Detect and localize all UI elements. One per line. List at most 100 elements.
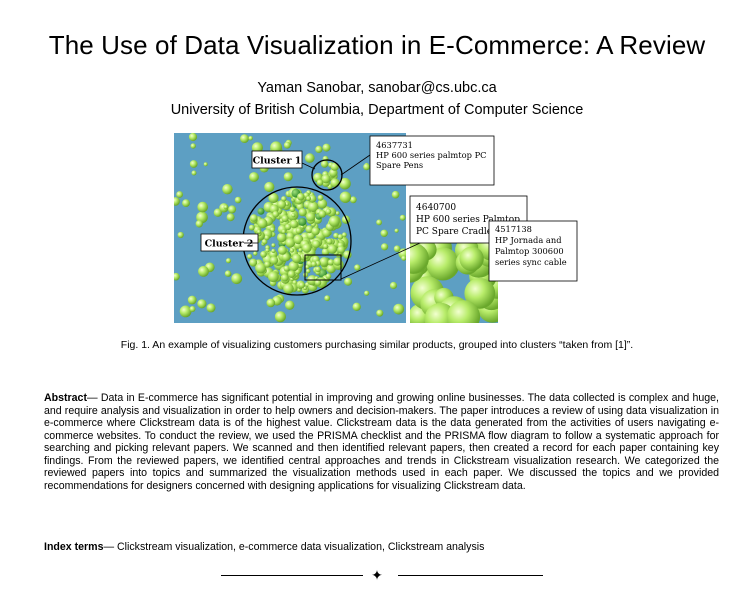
- divider-right-line: [398, 575, 543, 576]
- cluster-2-sphere: [298, 248, 303, 253]
- scatter-sphere: [324, 295, 331, 302]
- cluster-2-sphere: [323, 243, 329, 249]
- cluster-2-sphere: [306, 268, 311, 274]
- cluster-2-sphere: [277, 232, 287, 243]
- scatter-sphere: [389, 281, 398, 290]
- callout-3-line2: HP Jornada and: [495, 235, 562, 245]
- cluster-2-sphere: [317, 194, 324, 201]
- scatter-sphere: [222, 184, 233, 195]
- cluster-2-sphere: [264, 234, 270, 241]
- cluster-2-sphere: [271, 243, 276, 248]
- cluster-2-sphere: [298, 208, 307, 217]
- cluster-2-sphere: [337, 234, 344, 240]
- cluster-2-sphere: [260, 251, 267, 258]
- callout-box-3: [488, 220, 578, 282]
- cluster-2-sphere: [311, 227, 320, 236]
- cluster-2-sphere: [335, 211, 340, 216]
- cluster-1-label: Cluster 1: [253, 156, 302, 167]
- cluster-2-sphere: [277, 245, 287, 255]
- cluster-2-sphere: [326, 238, 333, 245]
- cluster-2-sphere: [291, 253, 302, 264]
- scatter-sphere: [231, 273, 243, 285]
- divider-star-icon: ✦: [371, 567, 383, 583]
- cluster-2-sphere: [281, 229, 286, 234]
- cluster-2-sphere: [315, 266, 321, 273]
- cluster-2-sphere: [314, 279, 322, 286]
- scatter-sphere: [224, 270, 232, 277]
- scatter-sphere: [234, 196, 242, 204]
- cluster-2-sphere: [337, 245, 346, 254]
- callout-3-line3: Palmtop 300600: [495, 246, 564, 256]
- scatter-sphere: [206, 303, 216, 313]
- scatter-sphere: [188, 133, 198, 142]
- sphere-cloud: [174, 133, 406, 323]
- scatter-sphere: [251, 142, 263, 154]
- cluster-2-sphere: [306, 196, 311, 201]
- scatter-sphere: [228, 205, 237, 214]
- index-terms-heading: Index terms: [44, 541, 104, 553]
- scatter-sphere: [197, 299, 207, 309]
- cluster-2-sphere: [293, 234, 304, 245]
- cluster-2-sphere: [256, 229, 262, 234]
- scatter-sphere: [393, 245, 401, 252]
- scatter-sphere: [322, 143, 331, 152]
- cluster-2-sphere: [327, 259, 335, 266]
- cluster-2-sphere: [295, 227, 302, 234]
- scatter-sphere: [177, 231, 184, 239]
- paper-authors: Yaman Sanobar, sanobar@cs.ubc.ca: [257, 80, 497, 96]
- scatter-sphere: [376, 309, 384, 317]
- scatter-sphere: [174, 272, 180, 281]
- cluster-2-sphere: [269, 256, 279, 265]
- cluster-2-sphere: [288, 261, 299, 272]
- scatter-sphere: [354, 264, 361, 271]
- scatter-sphere: [352, 302, 361, 311]
- scatter-sphere: [190, 143, 196, 149]
- cluster-2-sphere: [303, 272, 309, 278]
- cluster-2-sphere: [333, 257, 342, 266]
- cluster-2-sphere: [327, 244, 338, 254]
- cluster-2-sphere: [321, 248, 330, 256]
- cluster-1-sphere: [316, 179, 324, 186]
- cluster-2-sphere: [297, 193, 305, 201]
- cluster-2-sphere: [342, 232, 347, 238]
- cluster-2-sphere: [253, 251, 258, 256]
- abstract-paragraph: Abstract— Data in E-commerce has signifi…: [44, 392, 719, 492]
- cluster-2-sphere: [283, 283, 294, 294]
- scatter-sphere: [399, 214, 406, 221]
- cluster-2-sphere: [289, 206, 296, 213]
- scatter-sphere: [380, 229, 388, 237]
- cluster-2-sphere: [298, 217, 307, 226]
- scatter-sphere: [381, 243, 389, 251]
- cluster-2-label-box: [200, 233, 259, 252]
- cluster-2-sphere: [281, 274, 289, 282]
- cluster-1-sphere: [320, 160, 329, 168]
- scatter-sphere: [283, 172, 293, 182]
- callout-3-line4: series sync cable: [495, 257, 567, 267]
- figure-caption: Fig. 1. An example of visualizing custom…: [120, 339, 634, 351]
- cluster-2-sphere: [249, 258, 258, 267]
- scatter-sphere: [248, 136, 253, 141]
- cluster-2-sphere: [265, 248, 270, 253]
- cluster-2-sphere: [272, 210, 279, 218]
- index-terms-text: Clickstream visualization, e-commerce da…: [117, 541, 485, 553]
- scatter-sphere: [240, 134, 249, 143]
- scatter-sphere: [223, 205, 228, 210]
- cluster-2-sphere: [257, 218, 268, 229]
- scatter-sphere: [203, 162, 208, 167]
- scatter-sphere: [174, 197, 180, 206]
- cluster-2-sphere: [308, 194, 317, 203]
- cluster-2-sphere: [328, 215, 340, 227]
- scatter-sphere: [176, 191, 183, 198]
- cluster-2-sphere: [312, 239, 321, 249]
- cluster-1-sphere: [330, 178, 340, 188]
- cluster-2-sphere: [250, 214, 258, 222]
- scatter-sphere: [264, 181, 275, 193]
- callout-1-id: 4637731: [376, 140, 413, 150]
- scatter-sphere: [266, 298, 276, 308]
- cluster-2-sphere: [289, 219, 299, 229]
- scatter-sphere: [270, 141, 282, 154]
- scatter-sphere: [195, 220, 203, 228]
- callout-2-line3: PC Spare Cradle: [416, 227, 492, 237]
- scatter-sphere: [364, 290, 370, 296]
- cluster-2-sphere: [333, 232, 339, 239]
